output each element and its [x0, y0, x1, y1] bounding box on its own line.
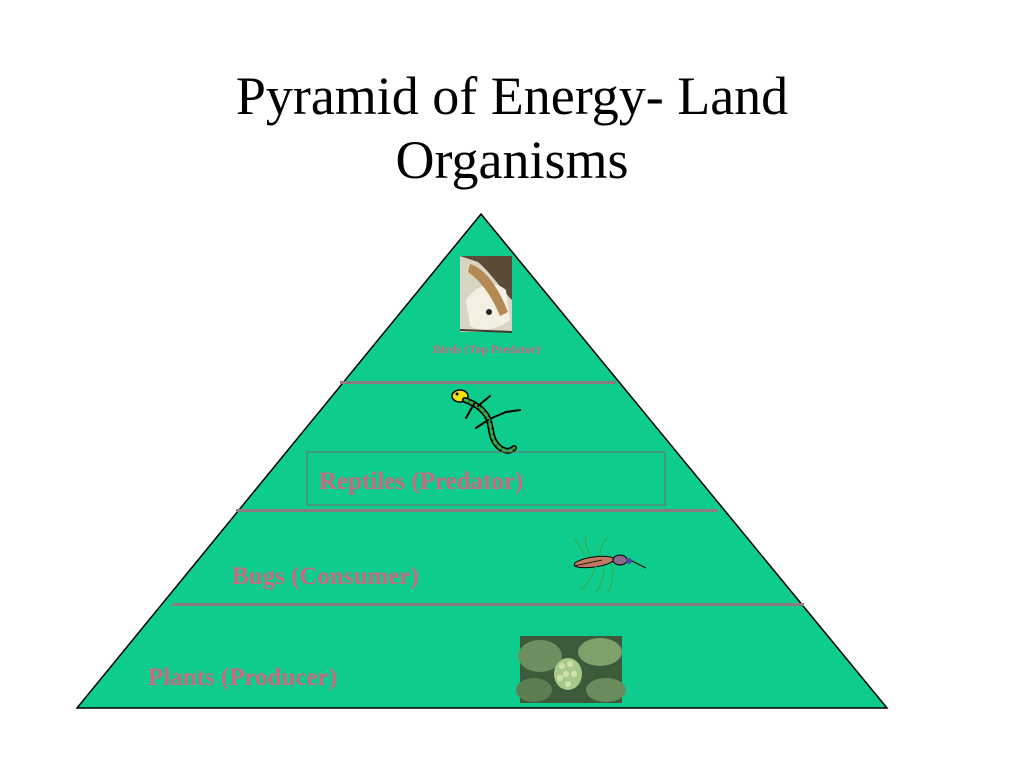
tier-divider-3 — [172, 603, 804, 606]
tier-divider-1 — [340, 381, 616, 384]
tier-label-plants: Plants (Producer) — [148, 664, 337, 691]
plant-leaves-photo-icon — [516, 636, 626, 703]
tier-label-birds: Birds (Top Predator) — [433, 342, 540, 356]
tier-label-reptiles: Reptiles (Predator) — [319, 468, 523, 495]
pyramid-shape — [75, 212, 889, 709]
pelican-photo-icon — [459, 256, 513, 333]
slide-title: Pyramid of Energy- Land Organisms — [112, 64, 912, 192]
title-line-1: Pyramid of Energy- Land — [235, 66, 789, 126]
lizard-icon — [451, 389, 521, 454]
mosquito-icon — [573, 535, 647, 593]
tier-divider-2 — [236, 509, 718, 512]
reptiles-label-box — [306, 451, 666, 506]
title-line-2: Organisms — [395, 130, 629, 190]
tier-label-bugs: Bugs (Consumer) — [232, 563, 419, 590]
